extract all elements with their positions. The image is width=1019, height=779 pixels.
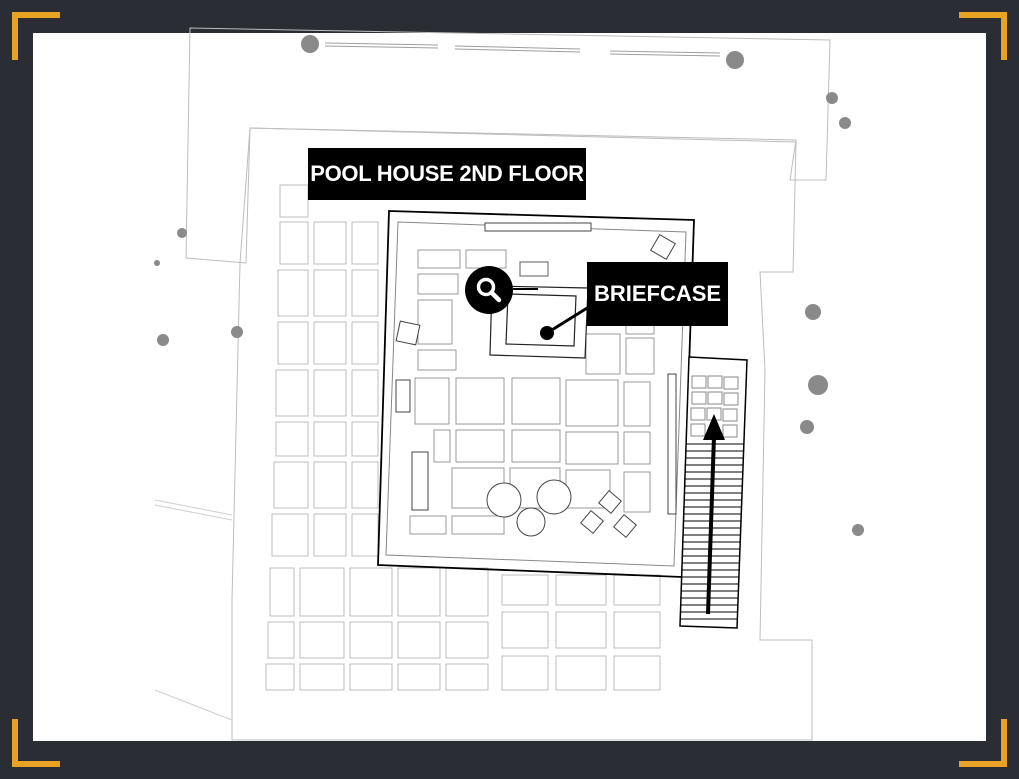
corner-bracket-top-left: [12, 12, 60, 60]
corner-bracket-top-right: [959, 12, 1007, 60]
poi-label-briefcase: BRIEFCASE: [587, 262, 728, 326]
briefcase-pedestal: [489, 261, 589, 359]
furniture: [395, 222, 677, 538]
stairway: [679, 356, 748, 629]
lower-level-outline: [231, 127, 813, 741]
outer-roof-outline: [185, 27, 831, 264]
paving-grid-left: [271, 184, 379, 557]
corner-bracket-bottom-right: [959, 719, 1007, 767]
paving-grid-bottom: [265, 567, 661, 691]
room-floor-tiles: [409, 249, 655, 535]
floor-label: POOL HOUSE 2ND FLOOR: [308, 148, 586, 200]
plants: [154, 35, 864, 536]
magnifier-icon[interactable]: [465, 266, 513, 314]
corner-bracket-bottom-left: [12, 719, 60, 767]
railings: [324, 42, 721, 57]
up-arrow-icon: [703, 414, 725, 440]
briefcase-leader-line: [546, 303, 593, 335]
